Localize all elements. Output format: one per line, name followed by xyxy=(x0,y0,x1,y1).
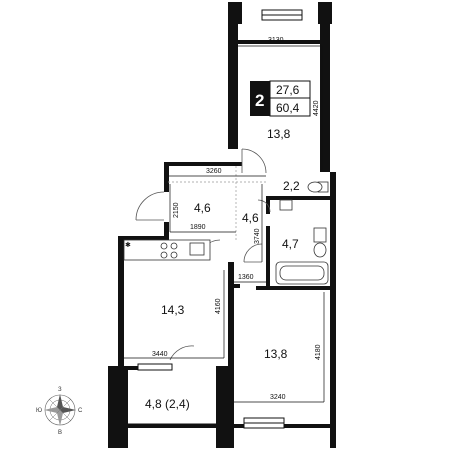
room-area-bathroom: 2,2 xyxy=(283,179,300,193)
dim-3440: 3440 xyxy=(152,351,168,358)
room-area-loggia: 4,8 (2,4) xyxy=(145,397,190,411)
dim-1360: 1360 xyxy=(238,274,254,281)
room-area-living: 13,8 xyxy=(264,347,288,361)
room-area-hall: 4,6 xyxy=(194,201,211,215)
room-labels: 13,8 2,2 4,6 4,6 4,7 14,3 13,8 4,8 (2,4) xyxy=(145,127,300,411)
dim-3240: 3240 xyxy=(270,394,286,401)
dim-2150: 2150 xyxy=(173,202,180,218)
room-area-bedroom: 13,8 xyxy=(267,127,291,141)
rooms-count: 2 xyxy=(255,91,264,110)
total-area: 60,4 xyxy=(276,101,300,115)
compass-south: В xyxy=(58,430,62,436)
dimension-labels: 3130 4420 3260 2150 1890 3740 1360 4160 … xyxy=(152,37,322,401)
compass-west: Ю xyxy=(36,408,42,414)
dim-3740: 3740 xyxy=(254,228,261,244)
compass-east: С xyxy=(78,408,83,414)
dashed-guides xyxy=(168,166,266,240)
dim-4420: 4420 xyxy=(313,100,320,116)
svg-text:✱: ✱ xyxy=(125,241,131,249)
info-badge: 2 27,6 60,4 xyxy=(250,80,311,117)
dim-4160: 4160 xyxy=(215,298,222,314)
walls xyxy=(108,2,336,448)
fixtures: ✱ xyxy=(123,181,329,285)
room-area-kitchen: 14,3 xyxy=(161,303,185,317)
windows xyxy=(128,9,303,429)
room-area-corridor: 4,6 xyxy=(242,211,259,225)
dim-3130: 3130 xyxy=(268,37,284,44)
dimension-lines xyxy=(124,45,325,403)
compass-rose: З С В Ю xyxy=(36,387,83,436)
compass-north: З xyxy=(58,387,62,393)
dim-4180: 4180 xyxy=(315,344,322,360)
room-area-toilet: 4,7 xyxy=(282,237,299,251)
dim-3260: 3260 xyxy=(206,168,222,175)
dim-1890: 1890 xyxy=(190,224,206,231)
living-area: 27,6 xyxy=(276,83,300,97)
